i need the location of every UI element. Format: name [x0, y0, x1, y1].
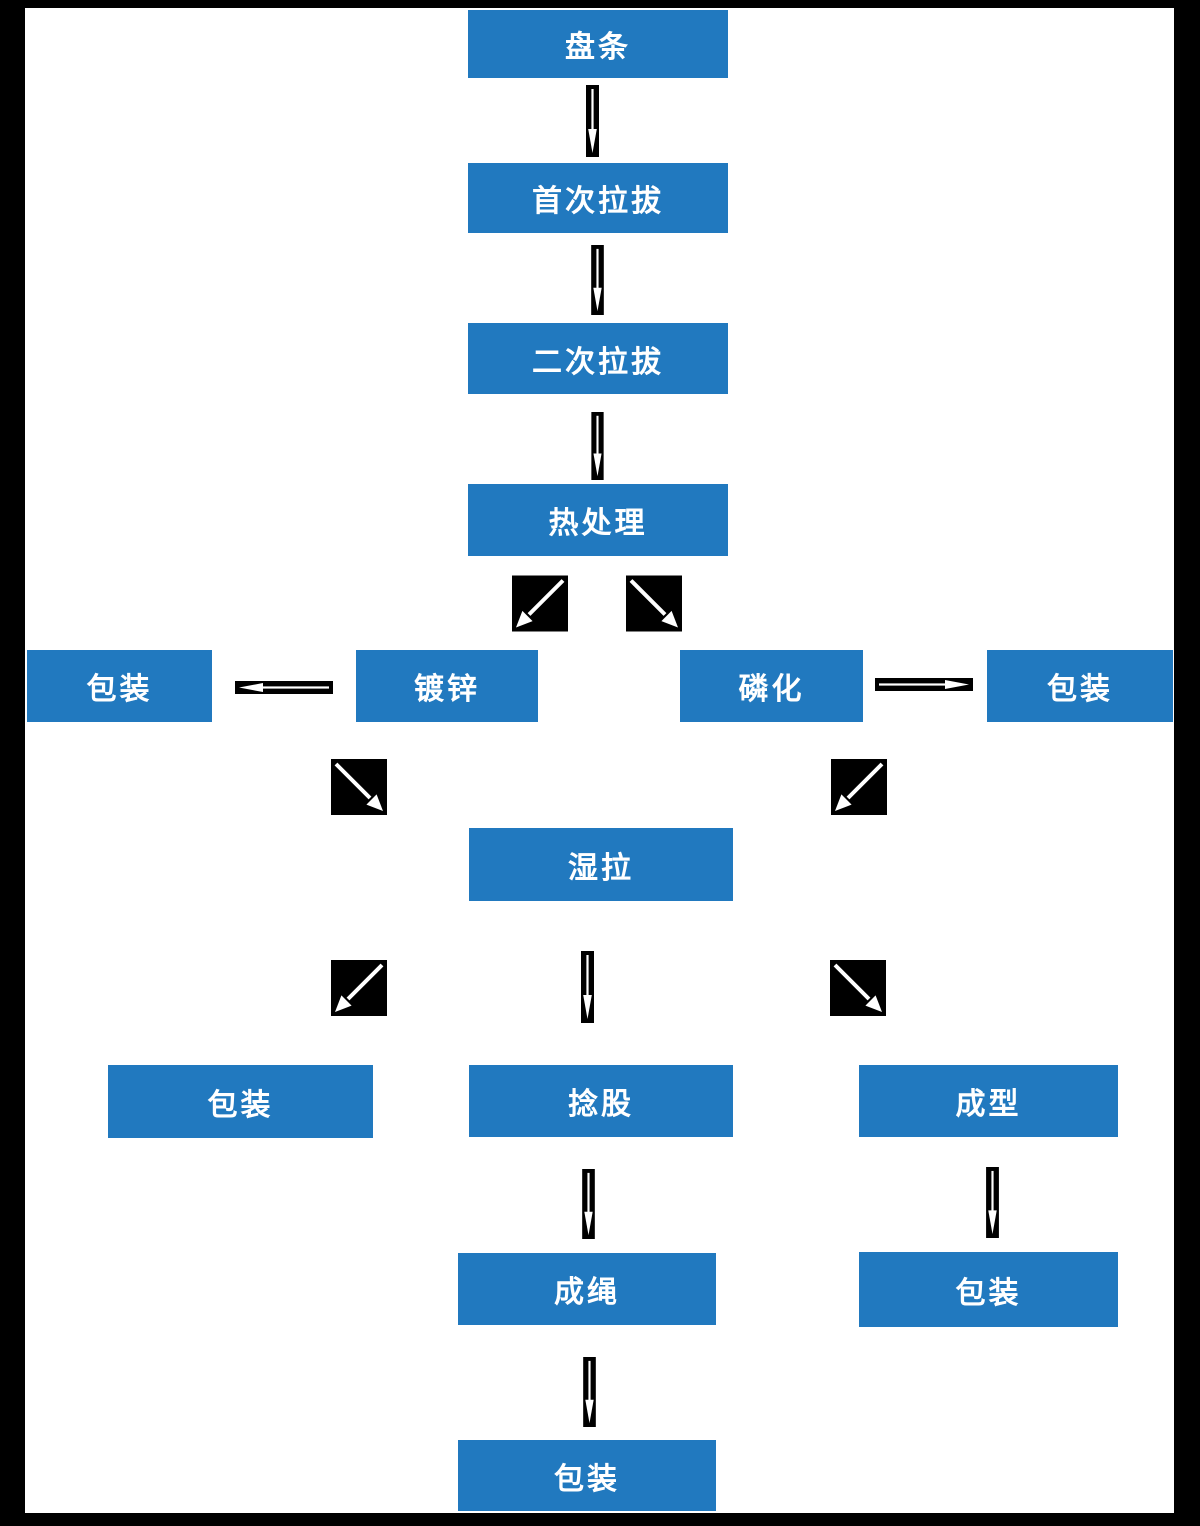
- node-forming: 成型: [859, 1065, 1118, 1137]
- node-first-drawing: 首次拉拔: [468, 163, 728, 233]
- arrow-first-to-second-drawing-icon: [591, 245, 604, 315]
- arrow-wet-drawing-to-stranding-icon: [581, 951, 594, 1023]
- node-heat-treatment: 热处理: [468, 484, 728, 556]
- arrow-wet-drawing-to-forming-icon: [830, 960, 886, 1016]
- arrow-galvanizing-to-packaging-left-icon: [235, 681, 333, 694]
- node-stranding: 捻股: [469, 1065, 733, 1137]
- arrow-wire-rod-to-first-drawing-icon: [586, 85, 599, 157]
- arrow-heat-treatment-to-phosphating-icon: [626, 575, 682, 632]
- arrow-galvanizing-to-wet-drawing-icon: [331, 759, 387, 815]
- arrow-second-drawing-to-heat-treatment-icon: [591, 412, 604, 480]
- node-packaging-final: 包装: [458, 1440, 716, 1511]
- node-phosphating: 磷化: [680, 650, 863, 722]
- arrow-stranding-to-rope-closing-icon: [582, 1169, 595, 1239]
- node-wet-drawing: 湿拉: [469, 828, 733, 901]
- node-packaging-after-galvanizing: 包装: [27, 650, 212, 722]
- arrow-rope-closing-to-packaging-icon: [583, 1357, 596, 1427]
- arrow-wet-drawing-to-packaging-icon: [331, 960, 387, 1016]
- node-packaging-after-wet-drawing: 包装: [108, 1065, 373, 1138]
- arrow-forming-to-packaging-icon: [986, 1167, 999, 1238]
- arrow-phosphating-to-wet-drawing-icon: [831, 759, 887, 815]
- node-packaging-after-phosphating: 包装: [987, 650, 1173, 722]
- node-second-drawing: 二次拉拔: [468, 323, 728, 394]
- arrow-phosphating-to-packaging-right-icon: [875, 678, 973, 691]
- node-rope-closing: 成绳: [458, 1253, 716, 1325]
- node-galvanizing: 镀锌: [356, 650, 538, 722]
- node-packaging-after-forming: 包装: [859, 1252, 1118, 1327]
- node-wire-rod: 盘条: [468, 10, 728, 78]
- arrow-heat-treatment-to-galvanizing-icon: [512, 575, 568, 632]
